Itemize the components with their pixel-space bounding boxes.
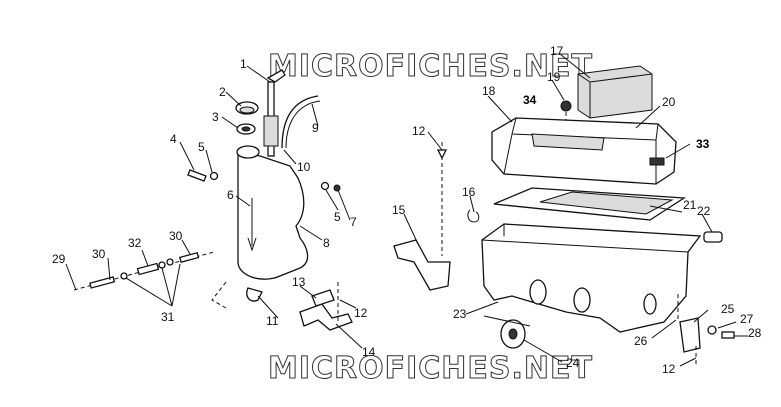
bracket-25 (679, 317, 701, 353)
hose-segment-32 (136, 262, 160, 276)
callout-2: 2 (219, 85, 226, 99)
airbox-base-rim (481, 224, 689, 253)
oil-tank-assembly (73, 69, 353, 331)
washer-27 (707, 325, 717, 335)
callout-28: 28 (748, 326, 762, 340)
callout-17: 17 (550, 44, 564, 58)
tank-cap-top (239, 106, 255, 114)
callout-5b: 5 (334, 210, 341, 224)
callout-34: 34 (523, 93, 537, 107)
airbox-assembly (393, 65, 735, 364)
washer-5-left (209, 171, 219, 181)
bracket-clip (311, 289, 335, 307)
airbox-base (481, 223, 702, 333)
gasket-hole (241, 126, 251, 132)
callout-18: 18 (482, 84, 496, 98)
spring-clip (467, 209, 480, 223)
callout-30a: 30 (92, 247, 106, 261)
callout-13: 13 (292, 275, 306, 289)
callout-7: 7 (350, 215, 357, 229)
callout-9: 9 (312, 121, 319, 135)
callout-12-mid: 12 (354, 306, 368, 320)
callout-1: 1 (240, 57, 247, 71)
dipstick-grip (263, 115, 279, 147)
dipstick-handle (266, 69, 286, 83)
callout-22: 22 (697, 204, 711, 218)
callout-11: 11 (266, 314, 279, 328)
callout-33: 33 (696, 137, 710, 151)
callout-10: 10 (297, 160, 311, 174)
tank-level-arrow (247, 198, 257, 252)
rubber-plug (703, 231, 723, 243)
callout-21: 21 (683, 198, 697, 212)
base-port-mid (573, 287, 591, 313)
callout-25: 25 (721, 302, 735, 316)
callout-29: 29 (52, 252, 66, 266)
callout-16: 16 (462, 185, 476, 199)
watermark-bottom: MICROFICHES.NET (268, 351, 593, 386)
callout-20: 20 (662, 95, 676, 109)
callout-5a: 5 (198, 140, 205, 154)
clamp-31c (166, 258, 174, 266)
bolt-4 (187, 169, 207, 182)
vent-hose (281, 95, 319, 149)
outlet-fitting (246, 287, 263, 302)
oil-tank-body (237, 151, 309, 280)
base-port-right (643, 293, 657, 315)
callout-30b: 30 (169, 229, 183, 243)
callout-labels: 1 2 3 4 5 5 6 7 8 9 10 11 12 12 12 13 14… (52, 44, 762, 376)
callout-8: 8 (323, 236, 330, 250)
grommet-24-hole (508, 328, 518, 340)
vent-hose-edge (285, 100, 321, 149)
mount-bracket (299, 303, 353, 331)
airbox-lid (491, 117, 677, 185)
callout-19: 19 (547, 70, 561, 84)
callout-14: 14 (362, 345, 376, 359)
clamp-31a (120, 272, 128, 280)
callout-6: 6 (227, 188, 234, 202)
callout-31: 31 (161, 310, 175, 324)
washer-5-right (320, 181, 330, 191)
foam-element-edges (577, 73, 653, 118)
watermark-top: MICROFICHES.NET (268, 49, 593, 84)
callout-23: 23 (453, 307, 467, 321)
callout-27: 27 (740, 312, 754, 326)
callout-15: 15 (392, 203, 406, 217)
callout-3: 3 (212, 110, 219, 124)
grommet (560, 100, 572, 112)
callout-12-top: 12 (412, 124, 426, 138)
bolt-28 (721, 331, 735, 339)
foam-element (577, 65, 653, 119)
callout-24: 24 (566, 356, 580, 370)
hose-segment-30b (178, 251, 200, 264)
callout-4: 4 (170, 132, 177, 146)
support-bracket (393, 239, 451, 291)
fastener-path-12c (677, 294, 697, 364)
tank-filler-neck (236, 145, 260, 159)
filter-media (539, 191, 674, 215)
lid-recess (531, 133, 605, 151)
callout-26: 26 (634, 334, 648, 348)
callout-12-bottom: 12 (662, 362, 676, 376)
base-port-left (529, 279, 547, 305)
clamp-31b (158, 261, 166, 269)
callout-32: 32 (128, 236, 142, 250)
fastener-12b (436, 149, 448, 160)
leader-lines (65, 53, 748, 367)
hose-segment-30a (89, 276, 116, 289)
nut-7 (333, 184, 341, 192)
outlet-hose-path (211, 281, 227, 309)
lid-latch (649, 157, 665, 166)
